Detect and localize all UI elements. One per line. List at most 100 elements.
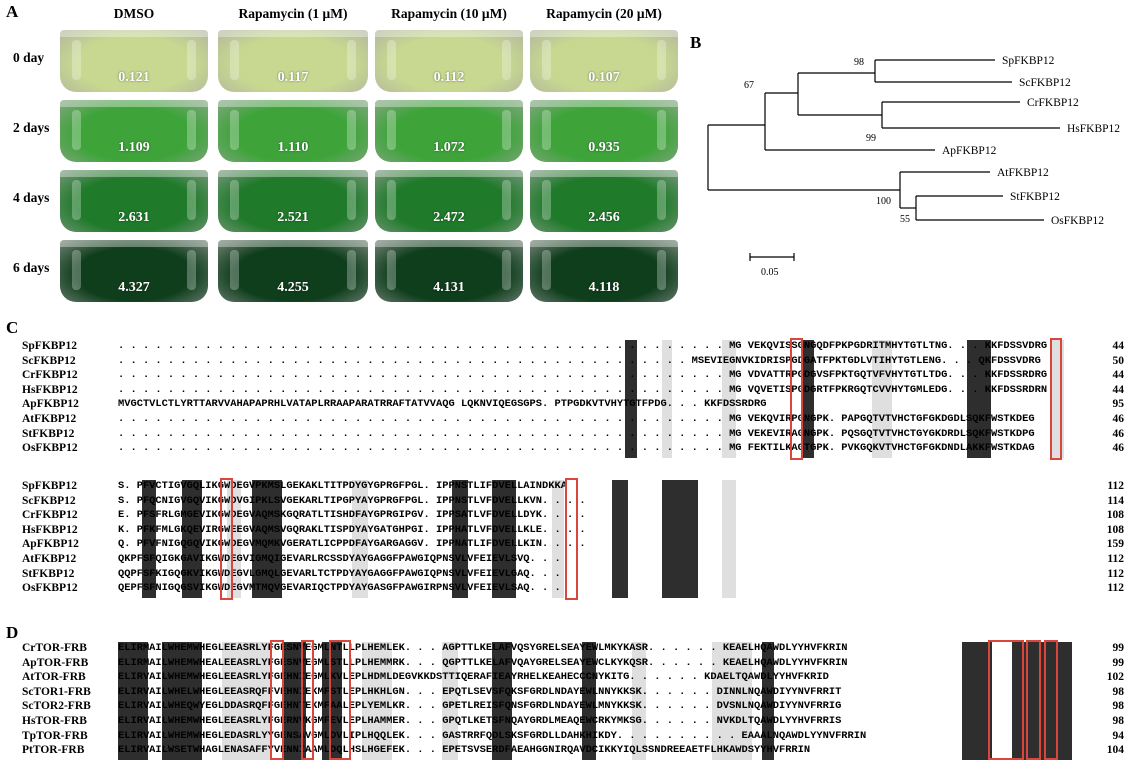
sequence-name: SpFKBP12 <box>22 480 77 492</box>
conservation-shading <box>722 480 736 598</box>
panel-b-phylogenetic-tree: SpFKBP12 ScFKBP12 CrFKBP12 HsFKBP12 ApFK… <box>707 55 1120 278</box>
sequence-end-position: 98 <box>1112 685 1125 698</box>
sequence-name: ScFKBP12 <box>22 354 76 367</box>
sequence-end-position: 99 <box>1112 656 1125 669</box>
sequence-name: TpTOR-FRB <box>22 729 88 742</box>
conservation-shading <box>222 642 272 760</box>
conservation-shading <box>962 642 992 760</box>
sequence-residues: . . . . . . . . . . . . . . . . . . . . … <box>118 413 1035 425</box>
conservation-shading <box>662 340 672 458</box>
conservation-shading <box>252 480 282 598</box>
sequence-end-position: 46 <box>1112 442 1125 455</box>
conservation-shading <box>142 480 156 598</box>
sequence-end-position: 108 <box>1106 509 1124 522</box>
sequence-residues: QQPFSFKIGQGKVIKGWDEGVLGMQLGEVARLTCTPDYAY… <box>118 567 561 580</box>
flask-culture: 4.327 <box>60 240 208 302</box>
tree-leaf-st: StFKBP12 <box>1010 191 1060 203</box>
flask-culture: 2.521 <box>218 170 368 232</box>
flask-culture: 0.121 <box>60 30 208 92</box>
flask-culture: 4.118 <box>530 240 678 302</box>
od-value: 1.072 <box>433 140 465 155</box>
od-value: 2.631 <box>118 210 150 225</box>
alignment-row: OsFKBP12. . . . . . . . . . . . . . . . … <box>22 442 1137 455</box>
sequence-end-position: 46 <box>1112 413 1125 425</box>
flask-culture: 2.631 <box>60 170 208 232</box>
bootstrap-99: 99 <box>866 133 876 144</box>
conservation-shading <box>722 340 736 458</box>
sequence-end-position: 44 <box>1112 369 1125 382</box>
tree-leaf-at: AtFKBP12 <box>997 167 1049 179</box>
sequence-residues: ELIRVAILWSETWHAGLENASAFFYVENNIAAMLDQLHSL… <box>118 744 811 757</box>
flask-culture: 0.117 <box>218 30 368 92</box>
conservation-shading <box>452 480 468 598</box>
alignment-row: AtFKBP12. . . . . . . . . . . . . . . . … <box>22 413 1137 426</box>
flask-culture: 0.107 <box>530 30 678 92</box>
column-header-2: Rapamycin (10 μM) <box>391 6 507 21</box>
flask-culture: 1.072 <box>375 100 523 162</box>
sequence-residues: K. PFKFMLGKQEVIRGWEEGVAQMSVGQRAKLTISPDYA… <box>118 523 586 536</box>
conservation-shading <box>284 642 306 760</box>
sequence-residues: . . . . . . . . . . . . . . . . . . . . … <box>118 354 1041 367</box>
od-value: 4.118 <box>588 280 620 295</box>
conservation-shading <box>352 480 368 598</box>
sequence-name: CrFKBP12 <box>22 369 78 382</box>
conservation-shading <box>227 480 241 598</box>
highlight-box <box>790 338 803 460</box>
conservation-shading <box>712 642 752 760</box>
flask-culture: 2.472 <box>375 170 523 232</box>
conservation-shading <box>442 642 458 760</box>
panel-label-d: D <box>6 623 19 642</box>
flask-culture: 1.110 <box>218 100 368 162</box>
conservation-shading <box>492 642 512 760</box>
sequence-residues: Q. PFVFNIGQGQVIKGWDEGVMQMKVGERATLICPPDFA… <box>118 538 586 551</box>
conservation-shading <box>872 340 892 458</box>
od-value: 0.117 <box>277 70 309 85</box>
sequence-residues: . . . . . . . . . . . . . . . . . . . . … <box>118 369 1048 382</box>
sequence-name: HsFKBP12 <box>22 383 78 396</box>
sequence-name: ApFKBP12 <box>22 538 79 551</box>
sequence-residues: ELIRMAILWHEMWHEALEEASRLYFGESNVEGMLSTLLPL… <box>118 656 848 669</box>
tree-leaf-cr: CrFKBP12 <box>1027 97 1079 109</box>
row-label-1: 2 days <box>13 120 50 135</box>
sequence-end-position: 112 <box>1107 567 1124 580</box>
sequence-name: AtTOR-FRB <box>22 671 86 684</box>
row-label-3: 6 days <box>13 260 50 275</box>
flask-culture: 0.112 <box>375 30 523 92</box>
sequence-residues: . . . . . . . . . . . . . . . . . . . . … <box>118 442 1035 455</box>
od-value: 2.521 <box>277 210 309 225</box>
conservation-shading <box>362 642 392 760</box>
sequence-end-position: 98 <box>1112 700 1125 713</box>
sequence-residues: QEPFSFNIGQGSVIKGWDEGVMTMQVGEVARIQCTPDYAY… <box>118 582 561 595</box>
column-header-3: Rapamycin (20 μM) <box>546 6 662 21</box>
conservation-shading <box>552 480 564 598</box>
sequence-end-position: 114 <box>1107 494 1124 507</box>
sequence-residues: ELIRVAILWHELWHEGLEEASRQFFVEHNIEKMFSTLEPL… <box>118 685 842 698</box>
od-value: 4.255 <box>277 280 309 295</box>
conservation-shading <box>582 642 596 760</box>
alignment-row: ScFKBP12 . . . . . . . . . . . . . . . . … <box>22 355 1137 368</box>
highlight-box <box>220 478 233 600</box>
tree-leaf-hs: HsFKBP12 <box>1067 123 1120 135</box>
sequence-residues: E. PFSFRLGMGEVIKGWDEGVAQMSKGQRATLTISHDFA… <box>118 509 586 522</box>
sequence-name: ApTOR-FRB <box>22 656 89 669</box>
od-value: 2.472 <box>433 210 465 225</box>
alignment-row: SpFKBP12. . . . . . . . . . . . . . . . … <box>22 340 1137 353</box>
sequence-name: SpFKBP12 <box>22 340 77 352</box>
tree-leaf-sc: ScFKBP12 <box>1019 77 1071 89</box>
conservation-shading <box>182 480 202 598</box>
alignment-row: StFKBP12. . . . . . . . . . . . . . . . … <box>22 428 1137 441</box>
highlight-box <box>1044 640 1058 760</box>
sequence-end-position: 95 <box>1112 398 1125 411</box>
conservation-shading <box>967 340 991 458</box>
conservation-shading <box>612 480 628 598</box>
sequence-end-position: 44 <box>1112 340 1125 352</box>
